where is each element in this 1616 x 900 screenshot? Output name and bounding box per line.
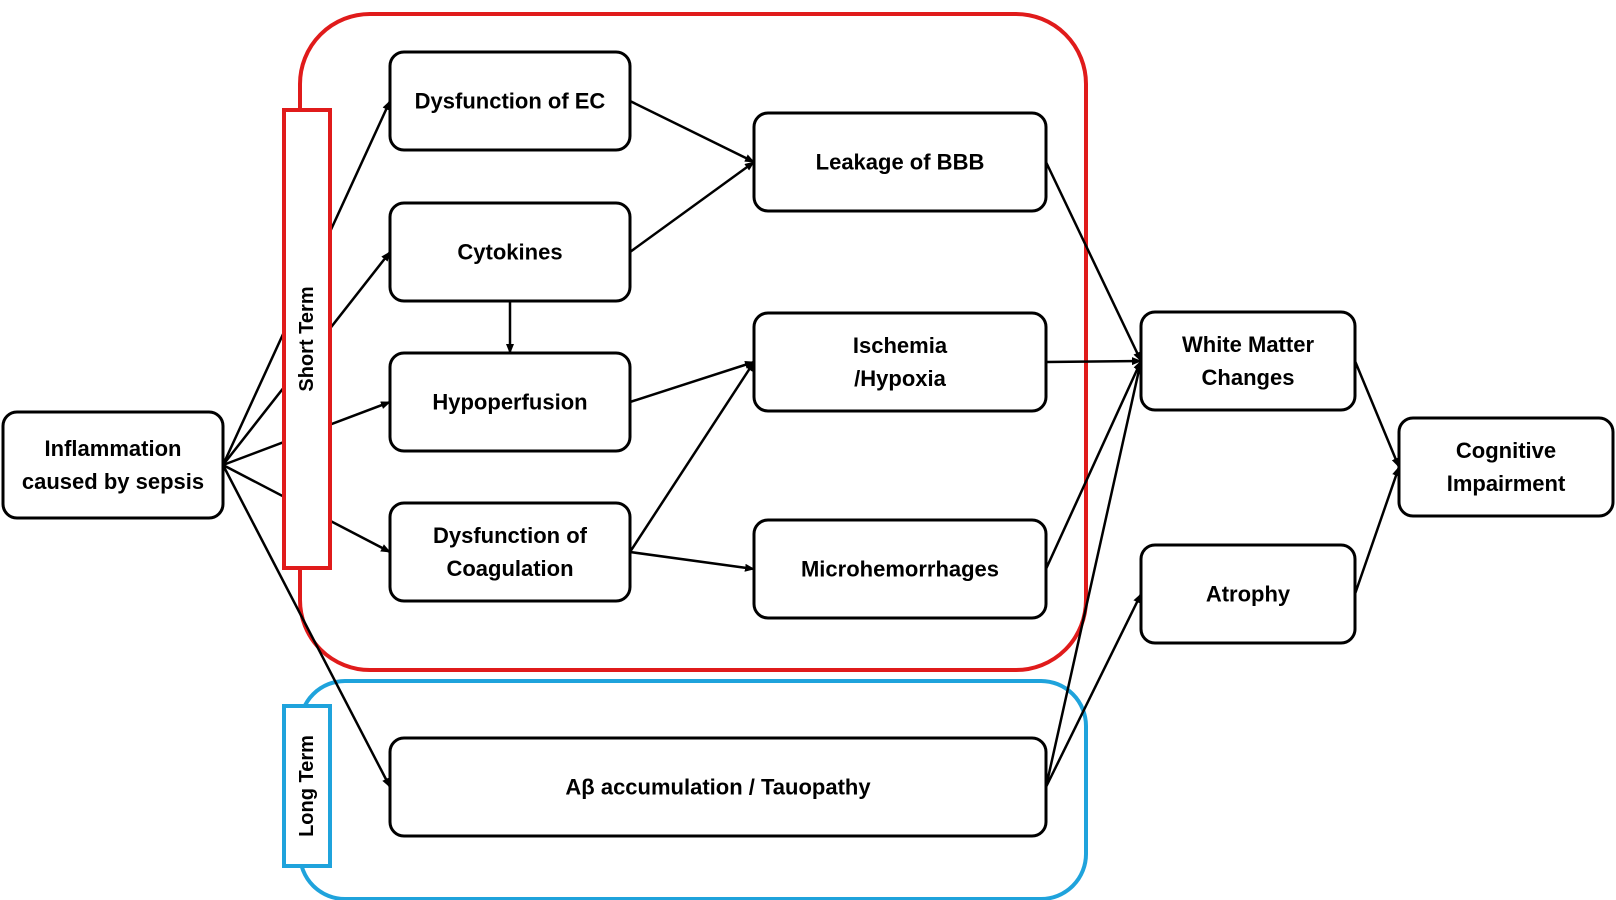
node-ischemia-hypoxia-label-line-1: Ischemia (853, 333, 948, 358)
node-cytokines-label-line-1: Cytokines (457, 240, 562, 265)
arrow-abeta-tauopathy-to-atrophy (1044, 593, 1143, 788)
node-inflammation-caused-by-sepsis-label-line-1: Inflammation (45, 436, 182, 461)
short-term-tag: Short Term (282, 108, 332, 570)
node-dysfunction-of-coagulation-label-line-1: Dysfunction of (433, 523, 588, 548)
arrow-white-matter-to-cognitive-impairment (1353, 360, 1401, 468)
node-dysfunction-of-coagulation-label-line-2: Coagulation (446, 556, 573, 581)
node-atrophy: Atrophy (1139, 543, 1357, 645)
arrow-ischemia-hypoxia-to-white-matter (1045, 357, 1142, 366)
arrow-abeta-tauopathy-to-white-matter (1044, 360, 1143, 788)
node-abeta-accumulation-tauopathy-label-line-1: Aβ accumulation / Tauopathy (565, 775, 871, 800)
node-dysfunction-of-coagulation: Dysfunction of Coagulation (388, 501, 632, 603)
arrow-dysfunction-coagulation-to-ischemia-hypoxia (628, 361, 756, 553)
node-leakage-of-bbb-box (752, 111, 1048, 213)
node-white-matter-changes-label-line-1: White Matter (1182, 332, 1314, 357)
node-dysfunction-of-ec: Dysfunction of EC (388, 50, 632, 152)
short-term-label: Short Term (296, 286, 318, 391)
node-dysfunction-of-ec-label-line-1: Dysfunction of EC (415, 89, 606, 114)
arrow-atrophy-to-cognitive-impairment (1353, 466, 1401, 595)
node-cytokines-box (388, 201, 632, 303)
node-hypoperfusion: Hypoperfusion (388, 351, 632, 453)
node-cytokines: Cytokines (388, 201, 632, 303)
node-white-matter-changes-box (1139, 310, 1357, 412)
arrow-cytokines-to-leakage-bbb (629, 160, 755, 254)
long-term-label: Long Term (296, 735, 318, 837)
node-abeta-accumulation-tauopathy: Aβ accumulation / Tauopathy (388, 736, 1048, 838)
arrow-dysfunction-coagulation-to-microhemorrhages (629, 550, 755, 572)
node-hypoperfusion-box (388, 351, 632, 453)
node-dysfunction-of-coagulation-box (388, 501, 632, 603)
arrow-hypoperfusion-to-ischemia-hypoxia (629, 360, 755, 404)
node-white-matter-changes-label-line-2: Changes (1202, 365, 1295, 390)
node-microhemorrhages-label-line-1: Microhemorrhages (801, 557, 999, 582)
node-dysfunction-of-ec-box (388, 50, 632, 152)
node-ischemia-hypoxia-label-line-2: /Hypoxia (854, 366, 946, 391)
node-leakage-of-bbb: Leakage of BBB (752, 111, 1048, 213)
node-leakage-of-bbb-label-line-1: Leakage of BBB (816, 150, 985, 175)
node-ischemia-hypoxia-box (752, 311, 1048, 413)
node-inflammation-caused-by-sepsis-box (1, 410, 225, 520)
node-inflammation-caused-by-sepsis: Inflammation caused by sepsis (1, 410, 225, 520)
arrow-inflammation-to-abeta-tauopathy (221, 464, 392, 788)
arrow-microhemorrhages-to-white-matter (1044, 360, 1143, 570)
node-inflammation-caused-by-sepsis-label-line-2: caused by sepsis (22, 469, 204, 494)
node-microhemorrhages-box (752, 518, 1048, 620)
node-cognitive-impairment-label-line-2: Impairment (1447, 471, 1566, 496)
node-atrophy-box (1139, 543, 1357, 645)
node-hypoperfusion-label-line-1: Hypoperfusion (432, 390, 587, 415)
node-cognitive-impairment-box (1397, 416, 1615, 518)
node-abeta-accumulation-tauopathy-box (388, 736, 1048, 838)
node-atrophy-label-line-1: Atrophy (1206, 582, 1291, 607)
arrow-dysfunction-ec-to-leakage-bbb (629, 99, 755, 164)
node-microhemorrhages: Microhemorrhages (752, 518, 1048, 620)
arrow-leakage-bbb-to-white-matter (1044, 161, 1143, 362)
node-ischemia-hypoxia: Ischemia/Hypoxia (752, 311, 1048, 413)
long-term-tag: Long Term (282, 704, 332, 868)
node-cognitive-impairment-label-line-1: Cognitive (1456, 438, 1556, 463)
